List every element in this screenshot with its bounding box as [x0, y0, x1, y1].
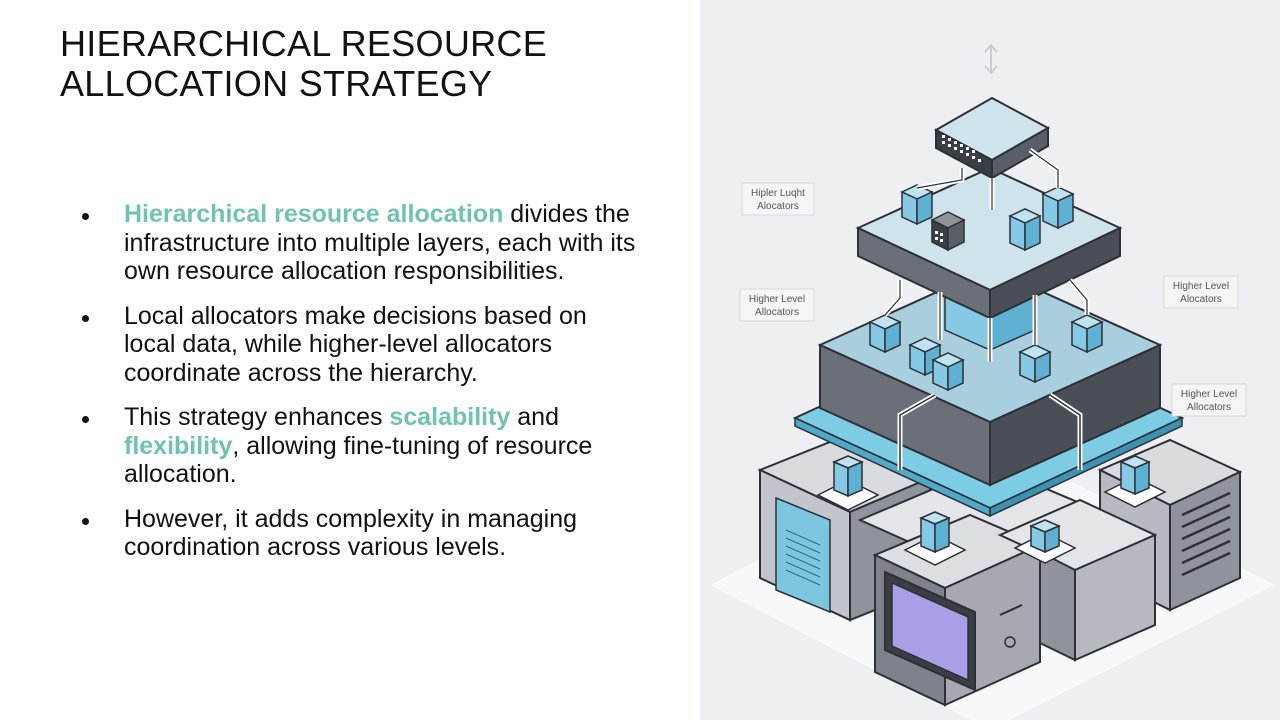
- bullet-item-3: This strategy enhances scalability and f…: [78, 403, 638, 489]
- bullet-3-post: , allowing fine-tuning of resource alloc…: [124, 431, 593, 489]
- bullet-4-text: However, it adds complexity in managing …: [124, 504, 578, 562]
- label-allocator-3: Higher Level Alocators: [1163, 275, 1239, 309]
- slide-title: HIERARCHICAL RESOURCE ALLOCATION STRATEG…: [60, 24, 660, 104]
- top-switch-icon: [933, 96, 1051, 180]
- bullet-dot: [82, 213, 89, 220]
- label-allocator-4-line2: Allocators: [1187, 402, 1231, 413]
- hierarchy-illustration: Hipler Luqht Alocators Higher Level Allo…: [700, 0, 1280, 720]
- hierarchy-diagram: Hipler Luqht Alocators Higher Level Allo…: [710, 43, 1275, 720]
- cube-icon: [868, 314, 902, 354]
- switch-connectors: [916, 147, 1061, 210]
- cube-icon: [1041, 186, 1075, 230]
- slide-title-line-2: ALLOCATION STRATEGY: [60, 63, 493, 104]
- cube-icon: [1018, 344, 1052, 384]
- label-allocator-2-line1: Higher Level: [749, 294, 805, 305]
- bullet-list: Hierarchical resource allocation divides…: [78, 200, 638, 578]
- cube-icon: [1103, 455, 1167, 508]
- cube-icon: [1008, 208, 1042, 252]
- bullet-3-highlight-scalability: scalability: [389, 403, 511, 431]
- bullet-1-highlight: Hierarchical resource allocation: [124, 200, 504, 228]
- bullet-dot: [82, 416, 89, 423]
- bullet-item-4: However, it adds complexity in managing …: [78, 505, 638, 562]
- label-allocator-1: Hipler Luqht Alocators: [741, 182, 815, 216]
- label-allocator-4-line1: Higher Level: [1181, 389, 1237, 400]
- server-box-icon: [930, 211, 966, 252]
- label-allocator-2-line2: Allocators: [755, 307, 799, 318]
- bullet-3-highlight-flexibility: flexibility: [124, 431, 233, 460]
- middle-cubes: [868, 314, 1104, 392]
- vertical-arrows-icon: [984, 43, 998, 75]
- label-allocator-4: Higher Level Allocators: [1171, 383, 1247, 417]
- slide-title-line-1: HIERARCHICAL RESOURCE: [60, 23, 548, 64]
- cube-icon: [1070, 314, 1104, 354]
- bullet-item-1: Hierarchical resource allocation divides…: [78, 200, 638, 286]
- cube-icon: [816, 455, 880, 511]
- cube-icon: [1013, 519, 1077, 564]
- bullet-1-text: divides the infrastructure into multiple…: [124, 200, 636, 285]
- label-allocator-1-line2: Alocators: [757, 201, 799, 212]
- monitor-server: [872, 513, 1043, 707]
- label-allocator-2: Higher Level Allocators: [739, 288, 815, 322]
- label-allocator-3-line2: Alocators: [1180, 294, 1222, 305]
- label-allocator-3-line1: Higher Level: [1173, 281, 1229, 292]
- base-cubes: [816, 455, 1167, 566]
- bullet-item-2: Local allocators make decisions based on…: [78, 302, 638, 388]
- label-allocator-1-line1: Hipler Luqht: [751, 188, 805, 199]
- top-cubes: [900, 184, 1075, 252]
- bullet-2-text: Local allocators make decisions based on…: [124, 301, 587, 387]
- connector-lines-upper: [883, 278, 1090, 362]
- bullet-dot: [82, 517, 89, 525]
- bullet-dot: [82, 314, 89, 322]
- cube-icon: [903, 511, 967, 566]
- cube-icon: [931, 352, 965, 392]
- cube-icon: [900, 184, 934, 226]
- bullet-3-mid: and: [510, 403, 559, 431]
- bullet-3-pre: This strategy enhances: [124, 403, 390, 431]
